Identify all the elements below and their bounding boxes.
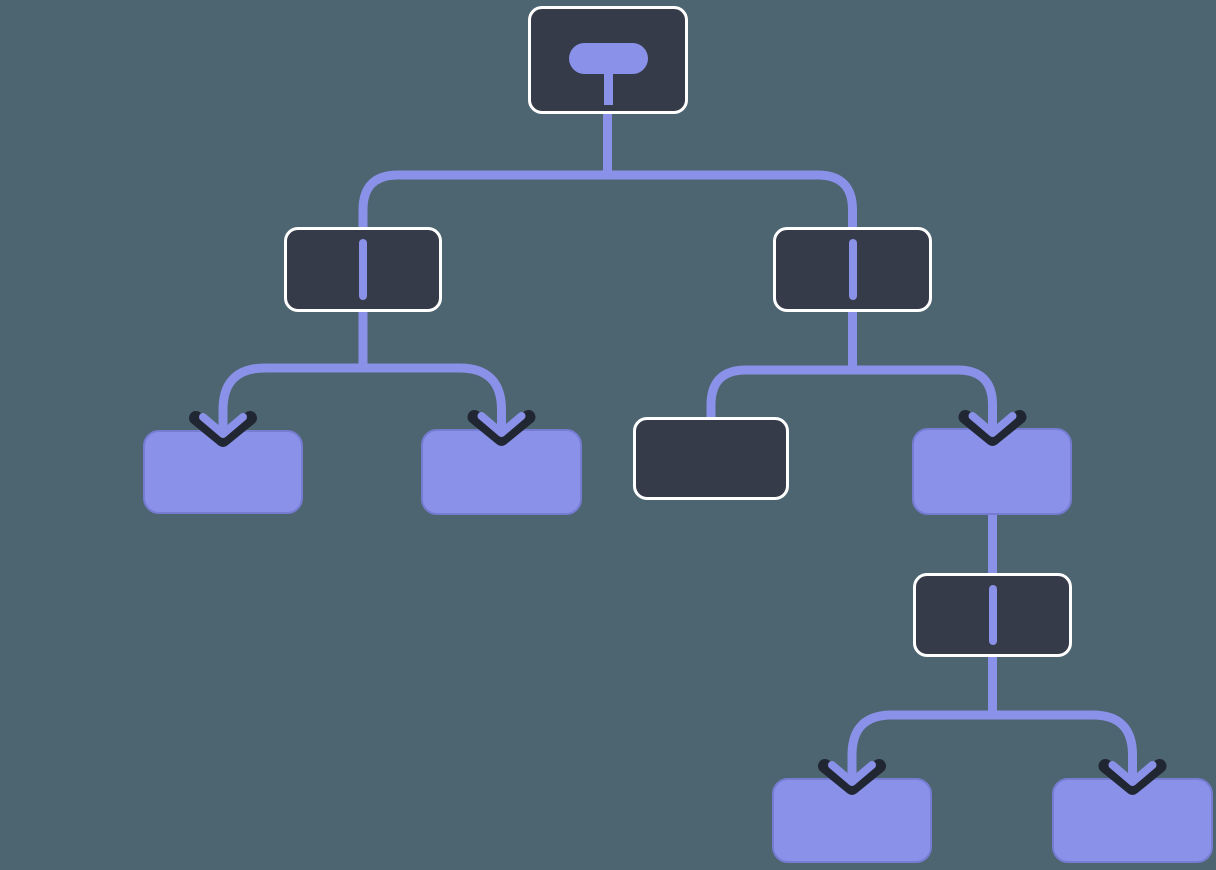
connector-branch-line xyxy=(358,170,857,231)
arrow-down-icon xyxy=(828,761,876,786)
arrow-down-chevron-icon xyxy=(958,410,1027,446)
arrow-down-icon xyxy=(968,412,1017,437)
arrow-down-icon xyxy=(1108,761,1157,786)
connector-branch-line xyxy=(847,710,1137,784)
arrow-down-chevron-icon xyxy=(818,759,886,795)
arrow-down-chevron-icon xyxy=(1098,759,1167,795)
vertical-line-icon xyxy=(848,239,857,300)
arrow-down-icon xyxy=(199,413,247,438)
vertical-line-icon xyxy=(359,239,367,300)
connector-branch-line xyxy=(706,365,997,434)
arrow-down-chevron-icon xyxy=(189,411,257,447)
vertical-line-icon xyxy=(988,585,997,645)
connector-branch-line xyxy=(218,363,506,436)
node-dark-box[interactable] xyxy=(633,417,789,500)
node-branch-left[interactable] xyxy=(284,227,442,312)
arrow-down-icon xyxy=(477,412,526,437)
node-branch-bottom[interactable] xyxy=(913,573,1072,657)
arrow-down-chevron-icon xyxy=(467,410,536,446)
root-pill-icon xyxy=(568,43,648,74)
node-root[interactable] xyxy=(528,6,688,114)
node-branch-right[interactable] xyxy=(773,227,932,312)
root-pill-stem-icon xyxy=(603,74,613,105)
